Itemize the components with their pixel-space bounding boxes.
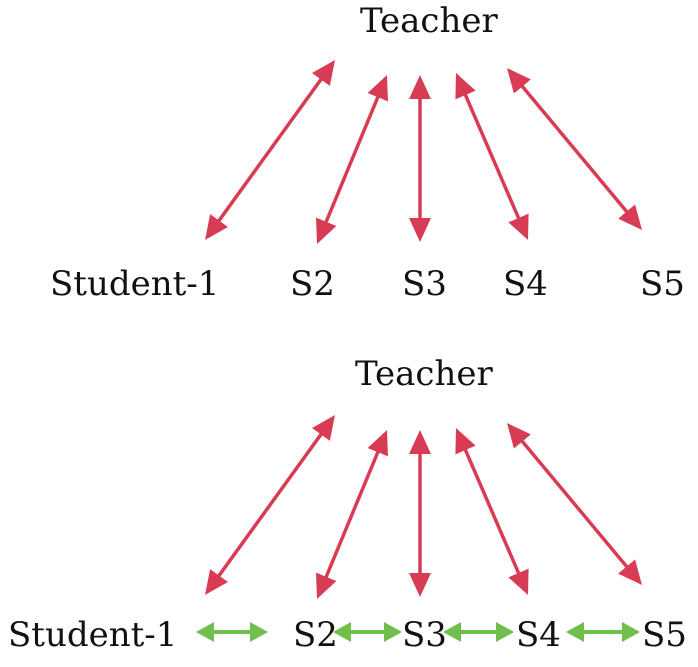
panel2-teacher-student-arrow-1-head-start xyxy=(312,415,335,441)
panel1-s4-label: S4 xyxy=(503,264,548,304)
panel2-teacher-student-arrow-3-head-start xyxy=(409,430,431,454)
panel2-teacher-student-arrow-5-shaft xyxy=(517,435,632,573)
panel1-teacher-student-arrow-5-shaft xyxy=(517,80,632,218)
panel2-s4-label: S4 xyxy=(516,615,561,655)
panel2-peer-arrow-3-head-end xyxy=(496,622,514,642)
panel2-teacher-student-arrow-2-shaft xyxy=(322,445,382,584)
panel2-teacher-student-arrow-4-head-end xyxy=(508,568,529,595)
panel2-teacher-student-arrow-1-shaft xyxy=(214,428,326,582)
panel2-s3-label: S3 xyxy=(402,615,447,655)
panel2-student-1-label: Student-1 xyxy=(8,615,178,655)
panel2-s2-label: S2 xyxy=(293,615,338,655)
panel2-teacher-student-arrow-5-head-start xyxy=(507,423,531,449)
panel1-s2-label: S2 xyxy=(290,264,335,304)
panel2-teacher-student-arrow-4-head-start xyxy=(455,428,476,455)
panel1-teacher-student-arrow-3-head-start xyxy=(409,75,431,99)
panel2-teacher-student-arrow-4-shaft xyxy=(461,443,523,580)
panel2-teacher-student-arrow-1-head-end xyxy=(205,569,228,595)
panel1-teacher-student-arrow-2-head-end xyxy=(316,217,337,244)
panel2-teacher-student-arrow-2-head-start xyxy=(367,430,388,457)
panel2-peer-arrow-2-head-start xyxy=(333,622,351,642)
panel2-teacher-label: Teacher xyxy=(355,354,493,394)
panel1-teacher-student-arrow-2-shaft xyxy=(322,90,382,229)
panel2-peer-arrow-4-head-start xyxy=(566,622,584,642)
panel1-teacher-label: Teacher xyxy=(360,1,498,41)
panel2-peer-arrow-2-head-end xyxy=(384,622,402,642)
panel1-teacher-student-arrow-4-shaft xyxy=(461,88,523,225)
panel2-teacher-student-arrow-3-head-end xyxy=(409,573,431,597)
panel1-s3-label: S3 xyxy=(402,264,447,304)
panel2-teacher-student-arrow-2-head-end xyxy=(316,572,337,599)
panel1-teacher-student-arrow-3-head-end xyxy=(409,218,431,242)
panel1-teacher-student-arrow-4-head-end xyxy=(508,213,529,240)
panel1-s5-label: S5 xyxy=(640,264,685,304)
panel2-s5-label: S5 xyxy=(642,615,687,655)
panel2-teacher-student-arrow-5-head-end xyxy=(618,559,642,585)
panel1-teacher-student-arrow-2-head-start xyxy=(367,75,388,102)
panel2-peer-arrow-3-head-start xyxy=(443,622,461,642)
panel2-peer-arrow-4-head-end xyxy=(622,622,640,642)
panel1-teacher-student-arrow-5-head-start xyxy=(507,68,531,94)
panel1-teacher-student-arrow-4-head-start xyxy=(455,73,476,100)
panel2-peer-arrow-1-head-start xyxy=(196,622,214,642)
panel1-teacher-student-arrow-1-head-start xyxy=(312,60,335,86)
panel1-teacher-student-arrow-5-head-end xyxy=(618,204,642,230)
panel1-student-1-label: Student-1 xyxy=(50,264,220,304)
panel2-peer-arrow-1-head-end xyxy=(250,622,268,642)
panel1-teacher-student-arrow-1-head-end xyxy=(205,214,228,240)
panel1-teacher-student-arrow-1-shaft xyxy=(214,73,326,227)
